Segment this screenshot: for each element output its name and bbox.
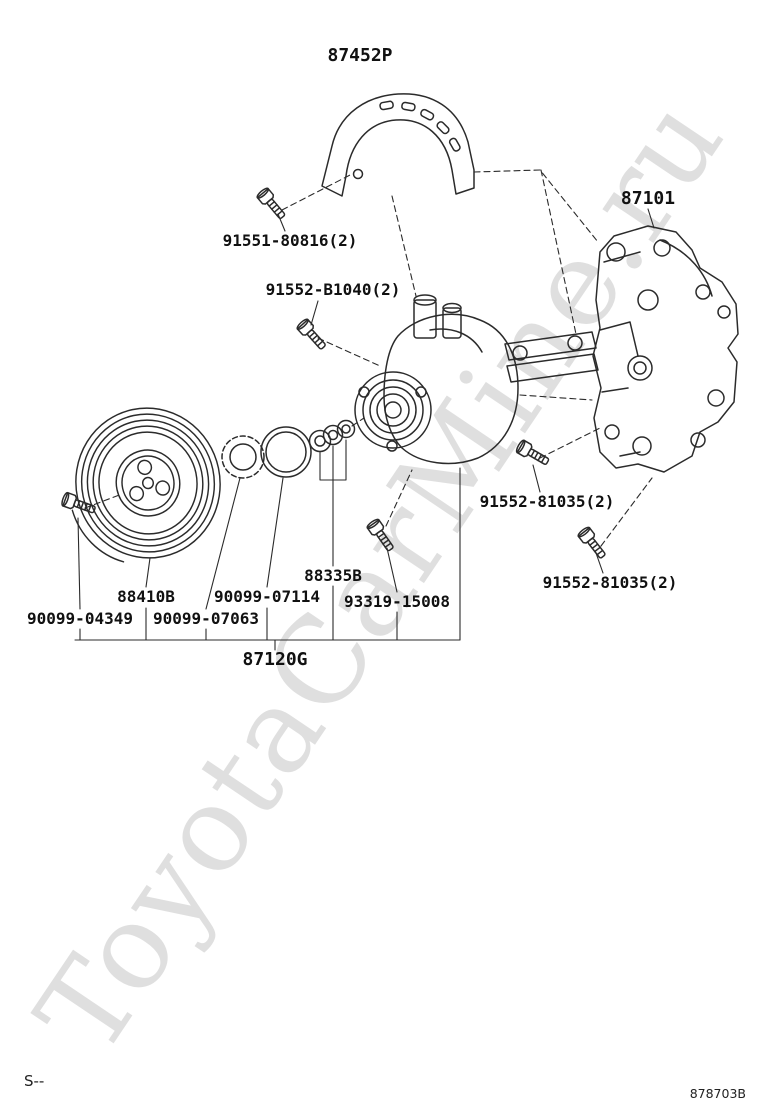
cover-bolt-icon [255, 186, 289, 223]
pump-drawing [354, 294, 599, 465]
part-label-stud-bolt: 93319-15008 [344, 592, 450, 611]
part-label-lock-washer: 90099-07063 [153, 609, 259, 628]
part-label-bracket: 87101 [620, 188, 676, 209]
part-label-snap-ring: 90099-07114 [214, 587, 320, 606]
dashed-lines [84, 169, 653, 547]
bracket-bolt-lower-icon [576, 525, 610, 562]
part-label-cover-bolt: 91551-80816(2) [222, 231, 358, 250]
bracket-bolt-upper-icon [514, 438, 552, 469]
footer-code-right: 878703B [689, 1086, 746, 1101]
cover-drawing [321, 93, 475, 197]
lock-washer-drawing [221, 435, 265, 479]
bracket-drawing [592, 225, 739, 473]
part-label-washer-set: 88335B [304, 566, 362, 585]
stud-bolt-icon [365, 517, 398, 555]
part-label-pulley: 88410B [117, 587, 175, 606]
pump-bolt-icon [295, 317, 330, 353]
part-label-cover: 87452P [327, 45, 393, 66]
pulley-drawing [71, 407, 221, 563]
part-label-pump-assembly: 87120G [242, 649, 308, 670]
washers-drawing [308, 419, 356, 453]
part-label-pump-bolt: 91552-B1040(2) [265, 280, 401, 299]
part-label-bracket-bolt-lower: 91552-81035(2) [542, 573, 678, 592]
leader-lines [74, 208, 655, 651]
snap-ring-drawing [260, 426, 312, 478]
footer-code-left: S-- [24, 1072, 45, 1090]
part-label-bracket-bolt-upper: 91552-81035(2) [479, 492, 615, 511]
part-label-pulley-bolt: 90099-04349 [27, 609, 133, 628]
